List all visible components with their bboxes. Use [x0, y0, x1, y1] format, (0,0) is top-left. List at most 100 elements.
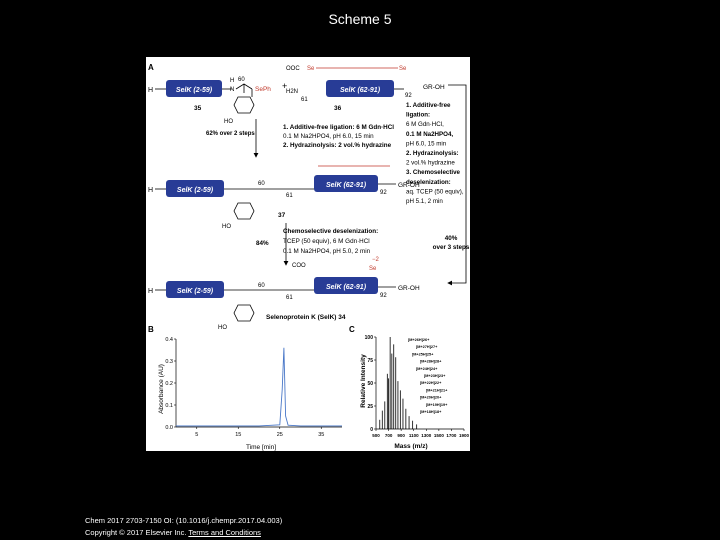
step2-line3: 0.1 M Na2HPO4, pH 5.0, 2 min: [283, 248, 371, 255]
plus-sign: +: [282, 81, 287, 91]
ms-xlabel: Mass (m/z): [394, 443, 427, 450]
hplc-trace: [176, 347, 342, 427]
step2-line1: Chemoselective deselenization:: [283, 228, 378, 235]
compound-36: 36: [334, 105, 342, 112]
reactant-seph: SePh: [255, 86, 271, 93]
intermediate-left: SelK (2-59): [177, 187, 214, 194]
product-60: 60: [258, 283, 265, 289]
ms-x-tick-label: 700: [385, 433, 393, 438]
side-condition-line: 1. Additive-free: [406, 102, 451, 109]
hplc-y-tick-label: 0.1: [165, 403, 173, 409]
scheme-figure: A H SelK (2-59) H N 60 SePh 35 HO + OOC …: [146, 57, 470, 451]
compound-35: 35: [194, 105, 202, 112]
panel-b-label: B: [148, 325, 154, 334]
ms-x-tick-label: 1500: [434, 433, 445, 438]
ms-y-tick-label: 100: [365, 335, 374, 341]
fragment-se1: Se: [307, 66, 315, 72]
hplc-y-tick-label: 0.4: [165, 337, 173, 343]
ms-peak-label: [M+25H]25+: [412, 352, 434, 356]
ms-x-tick-label: 900: [397, 433, 405, 438]
page-title: Scheme 5: [328, 11, 392, 27]
side-condition-line: ligation:: [406, 112, 430, 119]
product-name: Selenoprotein K (SelK) 34: [266, 314, 346, 321]
fragment-ooc: OOC: [286, 66, 300, 72]
ms-y-tick-label: 25: [367, 404, 373, 410]
reactant-ho: HO: [224, 119, 233, 125]
product-right: SelK (62-91): [326, 284, 367, 291]
reactant-peptide-box: [166, 80, 222, 97]
hplc-y-tick-label: 0.3: [165, 359, 173, 365]
hplc-x-tick-label: 35: [318, 432, 324, 438]
hplc-x-tick-label: 5: [195, 432, 198, 438]
intermediate-61: 61: [286, 193, 293, 199]
side-condition-line: 6 M Gdn·HCl,: [406, 121, 444, 128]
ms-x-tick-label: 1300: [421, 433, 432, 438]
intermediate-ho: HO: [222, 224, 231, 230]
reactant-peptide: SelK (2-59): [176, 87, 213, 94]
footer-copyright: Copyright © 2017 Elsevier Inc. Terms and…: [85, 528, 261, 537]
intermediate-right: SelK (62-91): [326, 182, 367, 189]
product-92: 92: [380, 293, 387, 299]
intermediate-60: 60: [258, 181, 265, 187]
ms-peak-label: [M+24H]24+: [416, 367, 438, 371]
side-yield-2: over 3 steps: [433, 244, 470, 251]
fragment-61: 61: [301, 97, 308, 103]
product-coo: COO: [292, 263, 306, 269]
product-61: 61: [286, 295, 293, 301]
terms-link[interactable]: Terms and Conditions: [188, 528, 261, 537]
svg-text:H: H: [148, 187, 153, 194]
ms-peak-label: [M+28H]28+: [420, 360, 442, 364]
hplc-ylabel: Absorbance (AU): [158, 364, 165, 414]
fragment-peptide-box: [326, 80, 394, 97]
footer-citation: Chem 2017 2703-7150 OI: (10.1016/j.chemp…: [85, 516, 283, 525]
side-condition-line: 2 vol.% hydrazine: [406, 160, 455, 167]
fragment-se2: Se: [399, 66, 407, 72]
intermediate-left-box: [166, 180, 224, 197]
product-left: SelK (2-59): [177, 288, 214, 295]
reactant-residue: 60: [238, 77, 245, 83]
side-condition-line: pH 6.0, 15 min: [406, 140, 447, 147]
reactant-h: H: [148, 87, 153, 94]
side-conditions: 1. Additive-free ligation: 6 M Gdn·HCl, 0.1…: [406, 102, 464, 205]
side-condition-line: 0.1 M Na2HPO4,: [406, 131, 453, 138]
scheme-svg: A H SelK (2-59) H N 60 SePh 35 HO + OOC …: [148, 63, 470, 451]
fragment-92: 92: [405, 93, 412, 99]
ms-y-tick-label: 50: [367, 381, 373, 387]
product-end: GR-OH: [398, 285, 420, 292]
ms-peak-label: [M+18H]18+: [420, 410, 442, 414]
side-condition-line: pH 5.1, 2 min: [406, 198, 443, 205]
ms-y-tick-label: 0: [370, 427, 373, 433]
product-se: Se: [369, 266, 377, 272]
panel-a-label: A: [148, 63, 154, 72]
intermediate-end: GR-OH: [398, 182, 420, 189]
step1-line1: 1. Additive-free ligation: 6 M Gdn·HCl: [283, 124, 394, 131]
ms-peak-label: [M+23H]23+: [424, 374, 446, 378]
fragment-end: GR-OH: [423, 84, 445, 91]
svg-text:H: H: [230, 78, 234, 84]
hplc-y-tick-label: 0.2: [165, 381, 173, 387]
step2-yield: 84%: [256, 240, 269, 247]
fragment-peptide: SelK (62-91): [340, 87, 381, 94]
product-ho: HO: [218, 325, 227, 331]
side-condition-line: aq. TCEP (50 equiv),: [406, 188, 464, 195]
side-condition-line: 3. Chemoselective: [406, 169, 461, 176]
step1-yield: 62% over 2 steps: [206, 131, 255, 137]
ms-x-tick-label: 1700: [446, 433, 457, 438]
ms-peak-label: [M+26H]26+: [408, 338, 430, 342]
ms-ylabel: Relative Intensity: [360, 354, 367, 408]
copyright-text: Copyright © 2017 Elsevier Inc.: [85, 528, 187, 537]
hplc-xlabel: Time [min]: [246, 444, 276, 451]
hplc-x-tick-label: 15: [235, 432, 241, 438]
panel-c-label: C: [349, 325, 355, 334]
side-condition-line: deselenization:: [406, 179, 451, 186]
side-yield-1: 40%: [445, 235, 458, 242]
fragment-h2n: H2N: [286, 89, 298, 95]
ms-peak-label: [M+21H]21+: [426, 388, 448, 392]
product-right-box: [314, 277, 378, 294]
product-charge: −2: [372, 257, 380, 263]
ms-x-tick-label: 500: [372, 433, 380, 438]
compound-37: 37: [278, 212, 286, 219]
ms-peak-label: [M+20H]20+: [420, 396, 442, 400]
